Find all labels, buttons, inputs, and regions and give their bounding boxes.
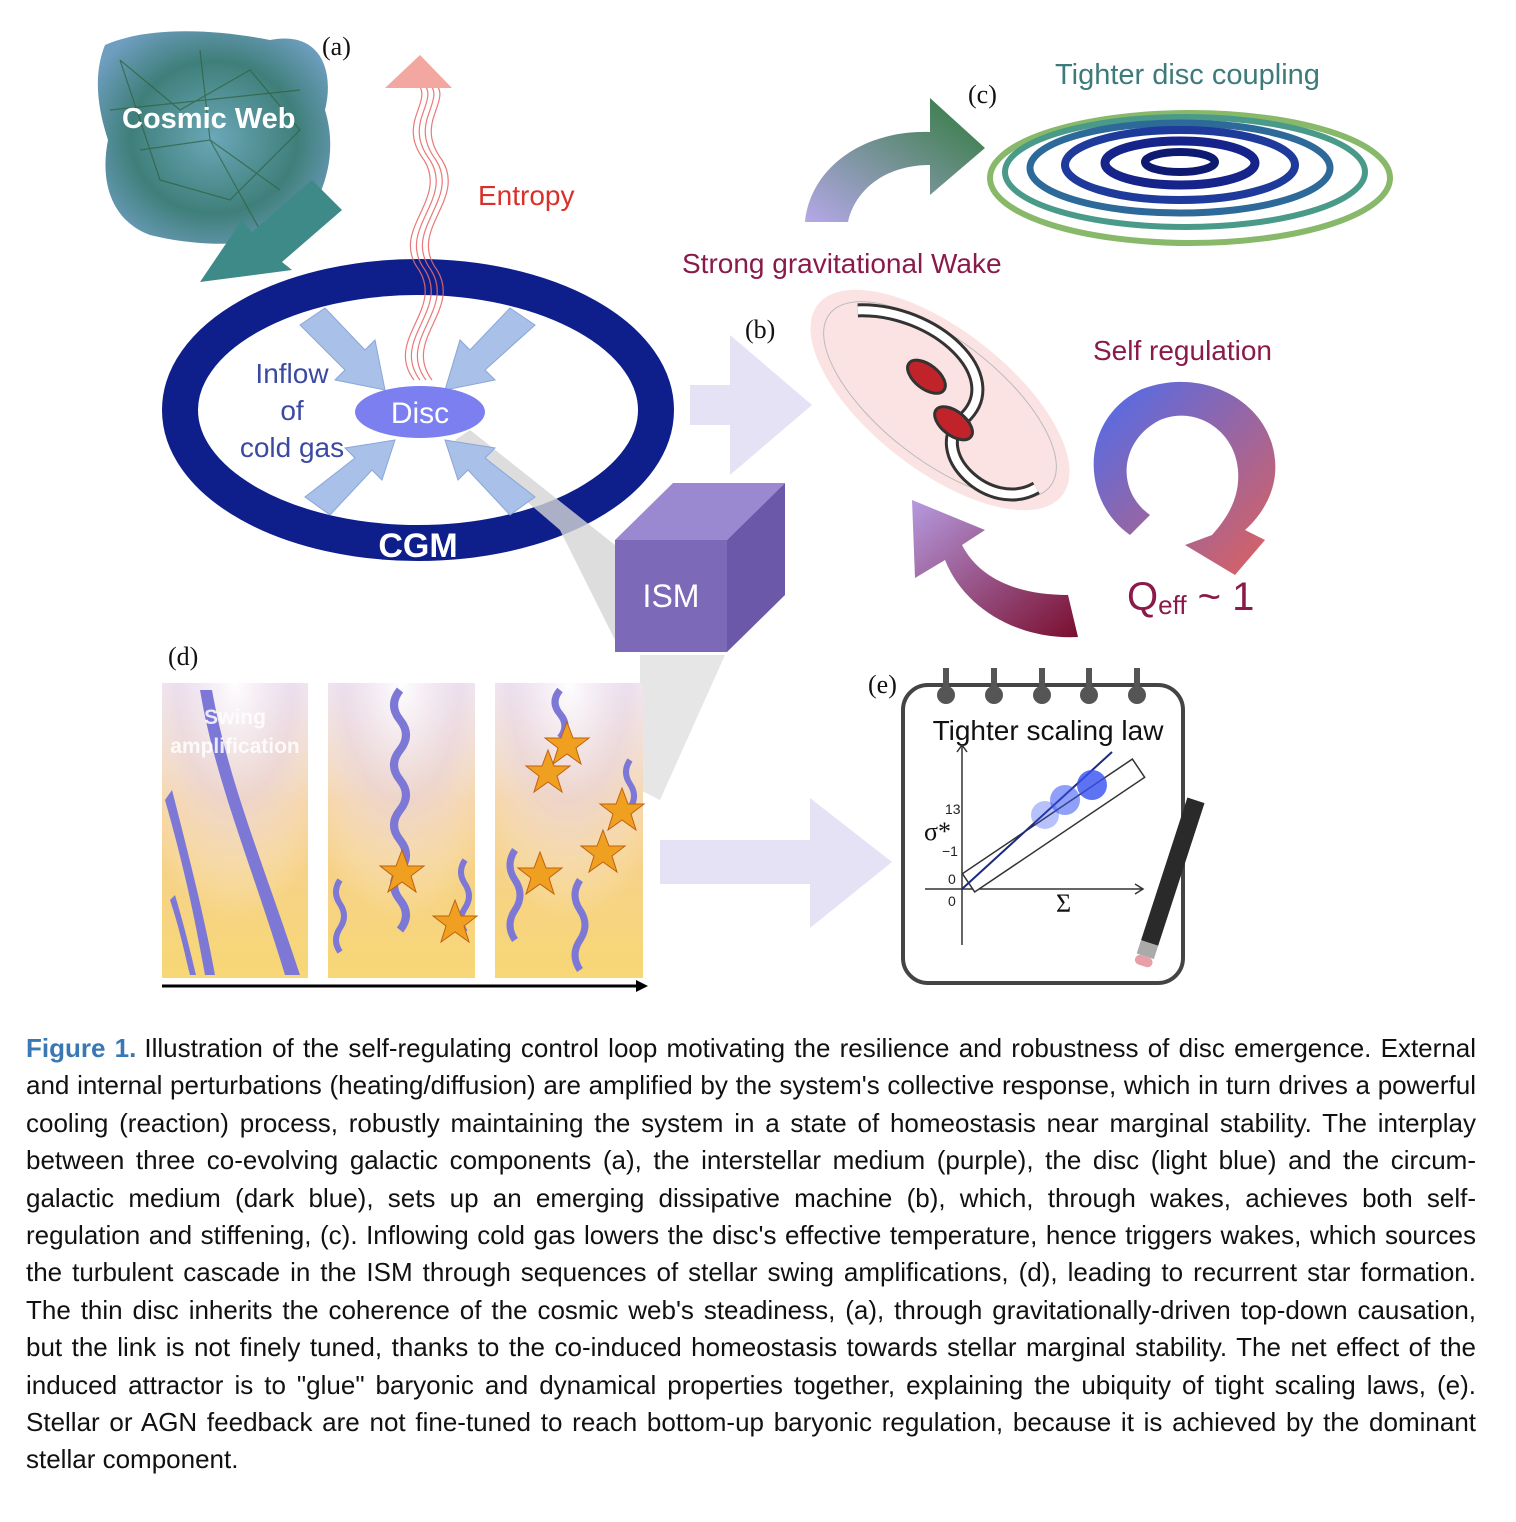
pencil-icon [1134, 797, 1205, 968]
panel-label-b: (b) [745, 315, 775, 344]
cosmic-web-label: Cosmic Web [122, 103, 296, 135]
tight-disc-rings [987, 110, 1393, 246]
figure-caption: Figure 1.Illustration of the self-regula… [26, 1030, 1476, 1479]
inflow-arrow [200, 180, 342, 282]
qeff-value: ~ 1 [1187, 575, 1255, 619]
inflow-label-line: cold gas [240, 432, 344, 463]
swing-panel-2 [328, 683, 479, 978]
swing-label-line: amplification [170, 735, 300, 758]
time-axis-arrowhead [636, 980, 648, 992]
caption-text: Illustration of the self-regulating cont… [26, 1033, 1476, 1475]
x-tick: 0 [948, 893, 956, 909]
entropy-wave [404, 79, 449, 381]
swing-zoom-wedge [640, 655, 725, 800]
scaling-axes [925, 743, 1145, 945]
figure-illustration: Cosmic Web (a) CGM Entropy Disc Inflow o… [97, 31, 1393, 992]
inflow-label: Inflow of cold gas [240, 358, 344, 463]
y-tick: −1 [942, 843, 958, 859]
self-regulation-loop-arrow [1093, 381, 1276, 575]
inflow-label-line: of [280, 395, 304, 426]
scaling-ticks: 13 −1 0 0 [942, 801, 961, 909]
cgm-label: CGM [378, 527, 457, 565]
swing-label-line: Swing [204, 706, 266, 729]
inflow-label-line: Inflow [255, 358, 329, 389]
coupling-arrow [805, 98, 985, 222]
entropy-label: Entropy [478, 180, 575, 211]
panel-label-a: (a) [322, 32, 351, 61]
wake-label: Strong gravitational Wake [682, 248, 1002, 279]
panel-label-c: (c) [968, 80, 997, 109]
spiral-wake-galaxy [810, 289, 1070, 511]
y-tick: 0 [948, 871, 956, 887]
qeff-label: Qeff ~ 1 [1127, 575, 1254, 620]
flow-arrow-e [660, 798, 892, 928]
scaling-data-points [1031, 770, 1107, 829]
cosmic-web-image [97, 31, 331, 244]
x-axis-label: Σ [1056, 889, 1071, 918]
self-regulation-label: Self regulation [1093, 335, 1272, 366]
swing-label: Swing amplification [170, 706, 300, 758]
panel-label-d: (d) [168, 642, 198, 671]
qeff-q: Q [1127, 575, 1158, 619]
swing-panel-1 [162, 683, 308, 978]
y-tick: 13 [945, 801, 961, 817]
notebook-rings [937, 668, 1146, 704]
swing-panel-3 [495, 683, 646, 978]
y-axis-label: σ* [924, 817, 951, 846]
disc-ellipse [355, 386, 485, 438]
entropy-arrowhead [385, 55, 452, 88]
qeff-subscript: eff [1158, 590, 1187, 620]
flow-arrow-b [690, 335, 812, 475]
cold-gas-arrows [299, 307, 536, 516]
feedback-arrow [912, 500, 1078, 638]
figure-number: Figure 1. [26, 1033, 137, 1063]
coupling-label: Tighter disc coupling [1055, 59, 1320, 91]
ism-cube [615, 483, 785, 652]
ism-label: ISM [643, 578, 700, 614]
panel-label-e: (e) [868, 670, 897, 699]
disc-label: Disc [391, 397, 449, 430]
scaling-law-title: Tighter scaling law [933, 715, 1165, 746]
